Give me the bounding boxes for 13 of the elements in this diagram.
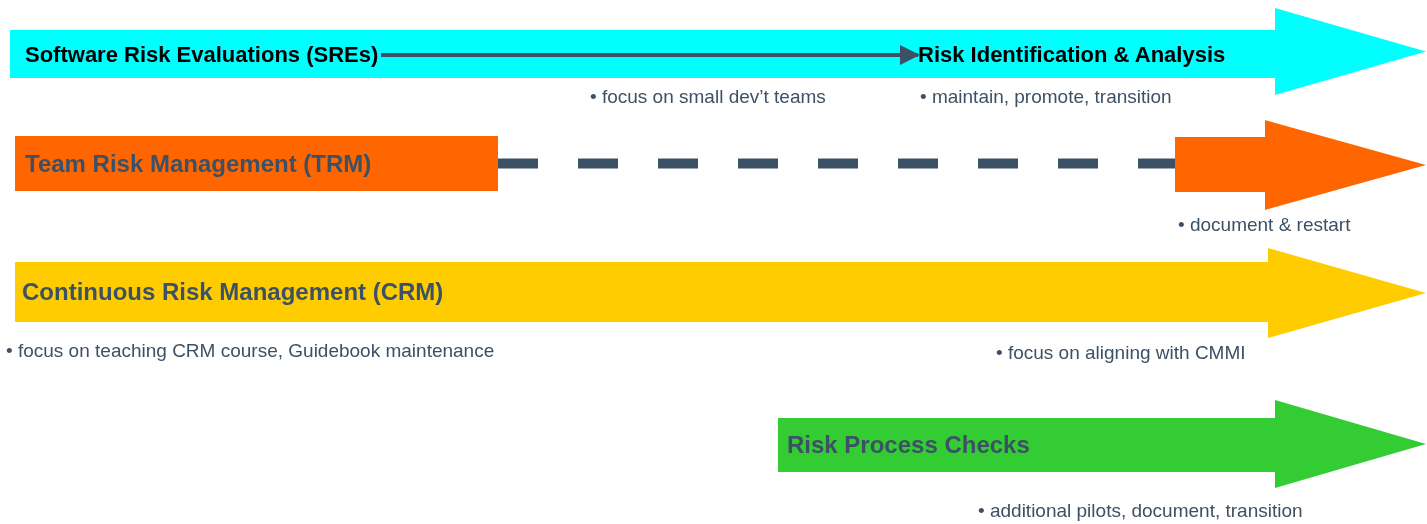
bullet-note: • additional pilots, document, transition [978, 500, 1303, 522]
arrow [381, 45, 920, 65]
track-title: Continuous Risk Management (CRM) [22, 277, 444, 307]
bullet-note: • maintain, promote, transition [920, 86, 1172, 108]
bullet-note: • document & restart [1178, 214, 1351, 236]
track-title: Risk Process Checks [787, 430, 1030, 460]
bullet-note: • focus on aligning with CMMI [996, 342, 1246, 364]
phase-title: Software Risk Evaluations (SREs) [25, 40, 381, 70]
phase-title: Risk Identification & Analysis [918, 40, 1338, 70]
bullet-note: • focus on teaching CRM course, Guidebook maintenance [6, 340, 495, 362]
bullet-note: • focus on small dev’t teams [590, 86, 826, 108]
connector-line [498, 158, 1175, 169]
track-box: Team Risk Management (TRM) [15, 136, 498, 191]
